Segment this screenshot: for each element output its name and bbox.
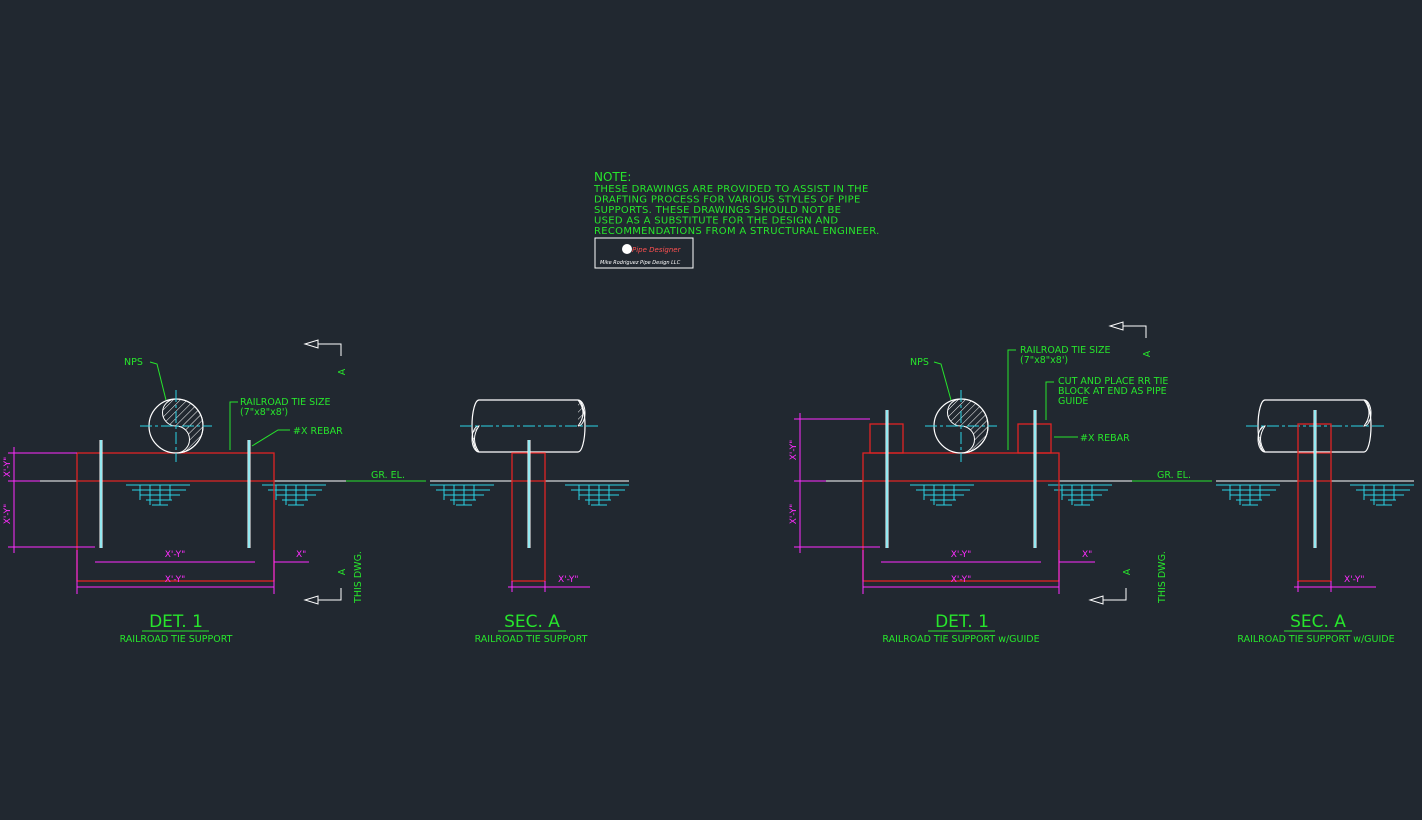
logo-box: Pipe Designer Mike Rodriguez Pipe Design…: [594, 237, 694, 269]
dim-height-bottom: X'-Y": [3, 504, 13, 524]
dim-height-bottom: X'-Y": [789, 504, 799, 524]
note-line-3: SUPPORTS. THESE DRAWINGS SHOULD NOT BE: [594, 205, 841, 216]
soil-symbol-section: [430, 484, 629, 506]
detail-subtitle: RAILROAD TIE SUPPORT w/GUIDE: [882, 634, 1039, 645]
note-line-1: THESE DRAWINGS ARE PROVIDED TO ASSIST IN…: [593, 184, 869, 195]
dim-height-top: X'-Y": [789, 440, 799, 460]
right-detail-1: GR. EL. NPS RAILROAD TIE SIZE: [789, 321, 1212, 645]
pipe-side-view: [471, 399, 586, 453]
cut-note-line-3: GUIDE: [1058, 396, 1088, 407]
cut-note-line-1: CUT AND PLACE RR TIE: [1058, 376, 1168, 387]
section-mark-top: A: [1142, 350, 1153, 357]
logo-name: Pipe Designer: [632, 246, 682, 254]
dimension-lines: [794, 413, 1095, 594]
section-title: SEC. A: [504, 612, 560, 632]
note-title: NOTE:: [594, 170, 631, 184]
rebar-label: #X REBAR: [1080, 433, 1130, 444]
section-mark-bottom: A: [1122, 568, 1133, 575]
section-subtitle: RAILROAD TIE SUPPORT w/GUIDE: [1237, 634, 1394, 645]
grade-label: GR. EL.: [1157, 470, 1191, 481]
section-mark-top: A: [337, 368, 348, 375]
dim-inner: X'-Y": [165, 550, 185, 560]
section-arrows: [303, 339, 342, 605]
dim-edge: X": [1082, 550, 1092, 560]
rebar-pins: [885, 410, 1037, 548]
soil-symbol-left: [126, 484, 326, 506]
section-subtitle: RAILROAD TIE SUPPORT: [475, 634, 588, 645]
grade-label: GR. EL.: [371, 470, 405, 481]
leaders: [933, 349, 1078, 450]
tie-size-value: (7"x8"x8'): [1020, 355, 1068, 366]
tie-size-label: RAILROAD TIE SIZE: [240, 397, 331, 408]
dimension-lines: [8, 447, 309, 594]
section-title: SEC. A: [1290, 612, 1346, 632]
tie-size-value: (7"x8"x8'): [240, 407, 288, 418]
this-dwg-label: THIS DWG.: [353, 551, 364, 604]
dim-outer: X'-Y": [165, 575, 185, 585]
dim-inner: X'-Y": [951, 550, 971, 560]
this-dwg-label: THIS DWG.: [1157, 551, 1168, 604]
detail-title: DET. 1: [149, 612, 203, 632]
rebar-pins: [99, 440, 251, 548]
pipe-section: [140, 390, 212, 462]
nps-label: NPS: [124, 357, 143, 368]
logo-caption: Mike Rodriguez Pipe Design LLC: [600, 260, 681, 266]
left-section-a: X'-Y" SEC. A RAILROAD TIE SUPPORT: [430, 399, 629, 645]
detail-subtitle: RAILROAD TIE SUPPORT: [120, 634, 233, 645]
dim-edge: X": [296, 550, 306, 560]
note-line-2: DRAFTING PROCESS FOR VARIOUS STYLES OF P…: [594, 195, 861, 206]
logo-badge-icon: [622, 244, 632, 254]
note-line-5: RECOMMENDATIONS FROM A STRUCTURAL ENGINE…: [594, 226, 880, 237]
soil-symbol-section: [1216, 484, 1414, 506]
section-dim: X'-Y": [1344, 575, 1364, 585]
section-dim: X'-Y": [558, 575, 578, 585]
dim-outer: X'-Y": [951, 575, 971, 585]
detail-title: DET. 1: [935, 612, 989, 632]
pipe-section: [925, 390, 997, 462]
note-block: NOTE: THESE DRAWINGS ARE PROVIDED TO ASS…: [593, 170, 880, 237]
cut-note-line-2: BLOCK AT END AS PIPE: [1058, 386, 1167, 397]
leaders: [149, 361, 290, 450]
section-mark-bottom: A: [337, 568, 348, 575]
section-arrows: [1088, 321, 1147, 605]
dim-height-top: X'-Y": [3, 457, 13, 477]
note-line-4: USED AS A SUBSTITUTE FOR THE DESIGN AND: [594, 216, 838, 227]
nps-label: NPS: [910, 357, 929, 368]
tie-size-label: RAILROAD TIE SIZE: [1020, 345, 1111, 356]
left-detail-1: GR. EL. NPS RAILROAD TIE S: [3, 339, 426, 645]
soil-symbol-right: [910, 484, 1112, 506]
rebar-label: #X REBAR: [293, 426, 343, 437]
right-section-a: X'-Y" SEC. A RAILROAD TIE SUPPORT w/GUID…: [1216, 399, 1414, 645]
